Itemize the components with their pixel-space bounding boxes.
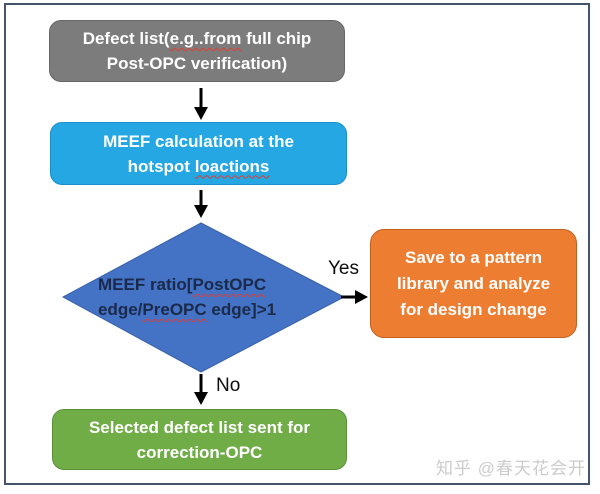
misspelled-text: e.g..from bbox=[169, 29, 242, 48]
node-text: hotspot bbox=[127, 156, 195, 176]
node-correction-opc: Selected defect list sent for correction… bbox=[52, 409, 347, 470]
node-defect-list-line2: Post-OPC verification) bbox=[106, 54, 288, 73]
node-defect-list: Defect list(e.g..from full chip Post-OPC… bbox=[49, 20, 345, 82]
node-pattern-library: Save to a pattern library and analyze fo… bbox=[370, 229, 577, 338]
node-correction-line2: correction-OPC bbox=[136, 442, 263, 462]
node-meef-line2: hotspot loactions bbox=[51, 154, 346, 179]
node-text: full chip bbox=[241, 29, 312, 48]
node-text: Defect list( bbox=[82, 29, 170, 48]
node-text: edge]>1 bbox=[206, 300, 277, 319]
node-meef-calculation: MEEF calculation at the hotspot loaction… bbox=[50, 122, 347, 185]
node-pattern-line1: Save to a pattern bbox=[405, 247, 542, 267]
node-meef-ratio-decision: MEEF ratio[PostOPC edge/PreOPC edge]>1 bbox=[98, 272, 320, 322]
no-branch-label: No bbox=[216, 375, 241, 396]
node-text: MEEF ratio[ bbox=[98, 275, 193, 294]
arrow-defect-to-meef bbox=[194, 88, 208, 120]
misspelled-text: PreOPC bbox=[142, 300, 207, 319]
node-pattern-line3: for design change bbox=[400, 299, 547, 319]
misspelled-text: PostOPC bbox=[192, 275, 267, 294]
arrow-decision-to-pattern-yes bbox=[341, 290, 368, 304]
node-pattern-line2: library and analyze bbox=[396, 273, 551, 293]
watermark-text: 知乎 @春天花会开 bbox=[436, 459, 586, 478]
misspelled-text: loactions bbox=[194, 156, 270, 176]
arrow-meef-to-decision bbox=[194, 190, 208, 218]
arrow-decision-to-correction-no bbox=[194, 374, 208, 405]
node-text: edge/ bbox=[98, 300, 143, 319]
decision-line1: MEEF ratio[PostOPC bbox=[98, 272, 320, 297]
node-correction-line1: Selected defect list sent for bbox=[88, 417, 311, 437]
decision-line2: edge/PreOPC edge]>1 bbox=[98, 297, 320, 322]
node-meef-line1: MEEF calculation at the bbox=[103, 131, 294, 151]
yes-branch-label: Yes bbox=[328, 258, 359, 279]
node-defect-list-line1: Defect list(e.g..from full chip bbox=[50, 26, 344, 51]
